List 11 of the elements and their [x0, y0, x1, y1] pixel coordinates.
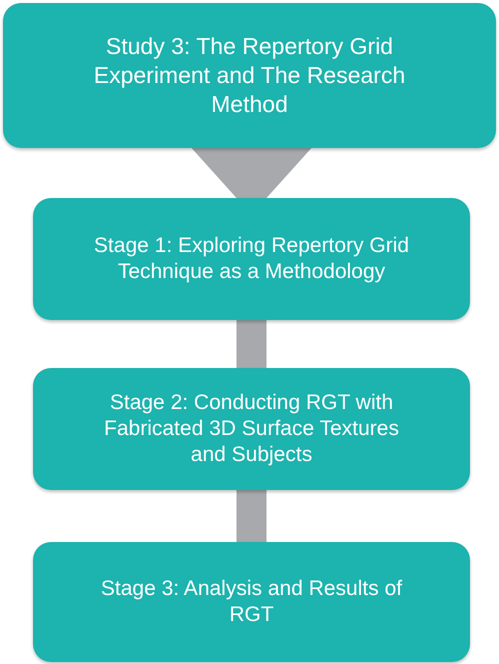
connector-bar — [192, 148, 312, 198]
step-text: Stage 1: Exploring Repertory Grid Technique as a Methodology — [92, 232, 410, 285]
connector-bar — [236, 490, 266, 542]
connector-bar — [236, 320, 266, 368]
step-text: Study 3: The Repertory Grid Experiment and The Research Method — [92, 32, 406, 119]
process-box — [33, 368, 470, 490]
step-text: Stage 2: Conducting RGT with Fabricated 3D Surface Textures and Subjects — [103, 390, 400, 468]
process-box — [33, 542, 470, 662]
process-box — [33, 198, 470, 320]
step-text: Stage 3: Analysis and Results of RGT — [100, 576, 404, 628]
process-box — [3, 3, 496, 148]
